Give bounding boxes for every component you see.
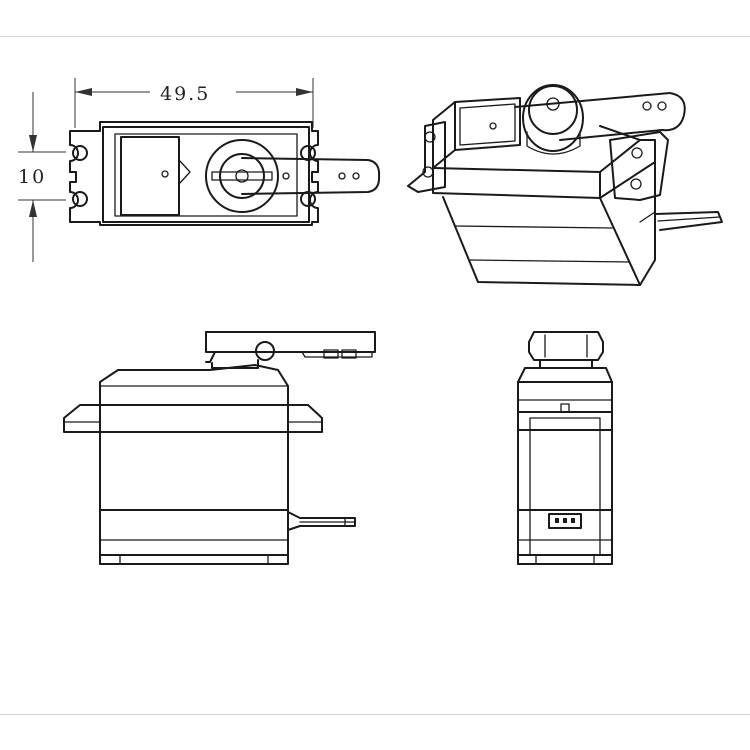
top-frame-line — [0, 36, 750, 37]
mount-hole-icon — [72, 191, 88, 207]
top-cover-plate — [120, 136, 180, 216]
width-dimension-label: 49.5 — [160, 83, 210, 105]
mount-hole-icon — [72, 145, 88, 161]
left-flange — [63, 404, 101, 433]
front-view — [517, 331, 613, 565]
cable-connector — [548, 513, 582, 529]
screw-icon — [161, 170, 169, 178]
right-flange — [287, 404, 323, 433]
servo-horn — [205, 139, 381, 213]
top-view-flange — [69, 121, 319, 226]
top-view-body — [102, 126, 310, 223]
width-dimension: 49.5 — [74, 78, 314, 128]
top-view: 49.5 10 — [18, 78, 381, 262]
hole-spacing-dimension: 10 — [18, 92, 66, 262]
hole-spacing-label: 10 — [18, 166, 46, 188]
isometric-view — [407, 84, 723, 286]
bottom-frame-line — [0, 714, 750, 715]
side-view — [63, 331, 376, 565]
